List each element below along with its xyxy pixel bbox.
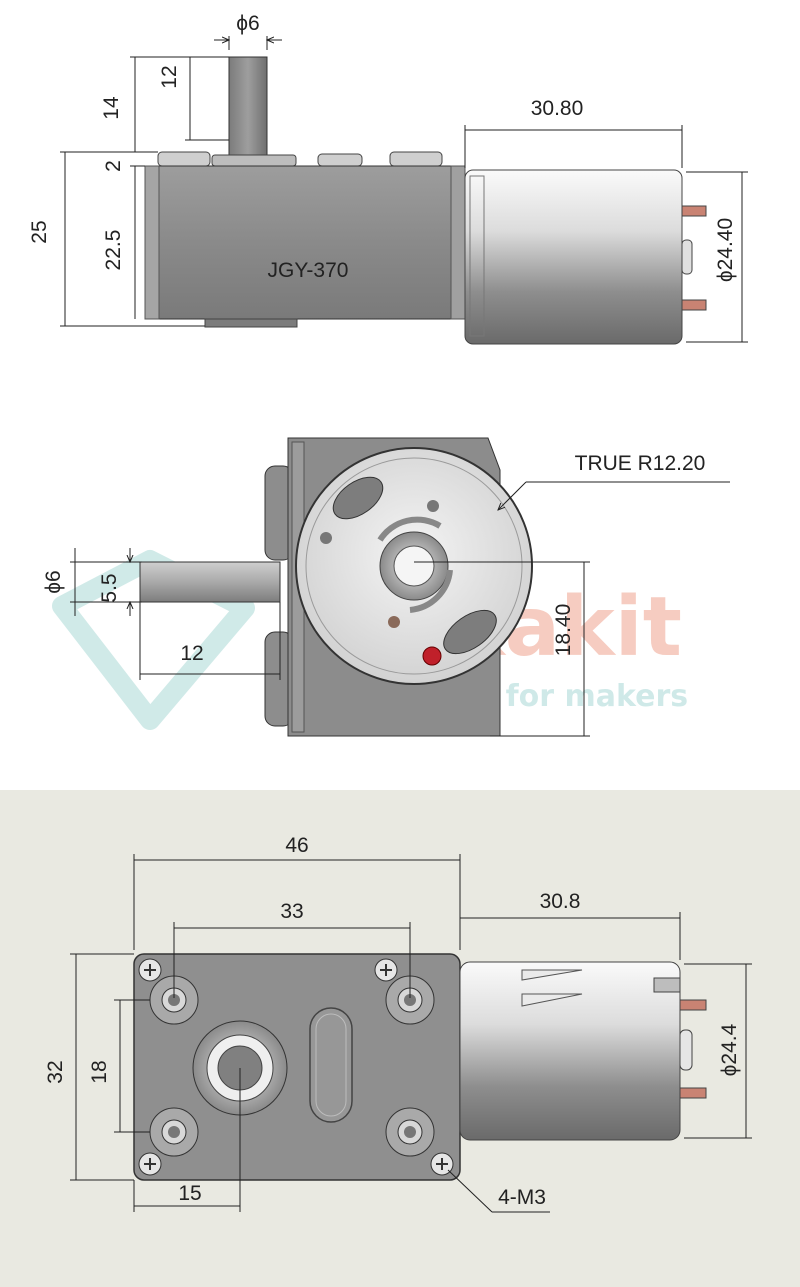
dim-side-shaft-diameter: ϕ6 — [42, 570, 65, 593]
dim-front-height: 32 — [44, 1060, 67, 1083]
top-motor — [464, 169, 683, 345]
dim-top-shaft-12: 12 — [158, 65, 181, 88]
top-collar — [211, 154, 297, 167]
screw-top-left-icon — [138, 958, 162, 982]
side-shaft — [139, 561, 281, 603]
watermark-logo-icon — [52, 550, 255, 730]
screw-top-right-icon — [374, 958, 398, 982]
dim-side-shaft-offset: 18.40 — [552, 604, 575, 657]
model-label: JGY-370 — [268, 259, 349, 282]
terminal-top — [681, 205, 707, 217]
dim-front-shaft-offset: 15 — [178, 1182, 201, 1205]
vent-slot — [309, 1007, 353, 1123]
brush-holder-2 — [443, 609, 497, 655]
top-boss-3 — [389, 151, 443, 167]
dim-side-shaft-length: 12 — [180, 642, 203, 665]
front-terminal-top — [679, 999, 707, 1011]
screw-bottom-right-icon — [430, 1152, 454, 1176]
dim-top-shaft-14: 14 — [100, 96, 123, 120]
dim-front-hole-spacing-y: 18 — [88, 1060, 111, 1083]
side-view: TRUE R12.20 ϕ6 5.5 12 18.40 — [42, 437, 730, 737]
dim-front-screws: 4-M3 — [498, 1186, 546, 1209]
top-boss-1 — [157, 151, 211, 167]
dim-front-motor-length: 30.8 — [540, 890, 581, 913]
mount-hole-3 — [149, 1107, 199, 1157]
dim-front-hole-spacing-x: 33 — [280, 900, 303, 923]
front-view: 46 33 30.8 32 18 ϕ24.4 15 4-M3 — [44, 834, 752, 1213]
dim-top-collar: 2 — [102, 160, 125, 172]
top-boss-2 — [317, 153, 363, 167]
dim-top-motor-length: 30.80 — [531, 97, 584, 120]
dim-top-total-height: 25 — [28, 220, 51, 243]
dim-side-flat: 5.5 — [98, 573, 121, 602]
screw-bottom-left-icon — [138, 1152, 162, 1176]
brush-holder-1 — [332, 476, 384, 520]
terminal-bottom — [681, 299, 707, 311]
dim-top-motor-diameter: ϕ24.40 — [714, 218, 737, 282]
top-view: JGY-370 ϕ6 — [28, 12, 748, 345]
dim-front-motor-diameter: ϕ24.4 — [718, 1023, 741, 1076]
dim-top-body-height: 22.5 — [102, 230, 125, 271]
dim-top-shaft-diameter: ϕ6 — [236, 12, 259, 35]
mount-hole-4 — [385, 1107, 435, 1157]
top-shaft — [228, 56, 268, 158]
dim-side-radius-callout: TRUE R12.20 — [575, 452, 706, 475]
dim-front-width: 46 — [285, 834, 308, 857]
front-motor — [459, 961, 681, 1141]
top-gearbox-body — [144, 165, 466, 320]
polarity-marker — [422, 646, 442, 666]
mount-hole-1 — [149, 975, 199, 1025]
front-terminal-bottom — [679, 1087, 707, 1099]
